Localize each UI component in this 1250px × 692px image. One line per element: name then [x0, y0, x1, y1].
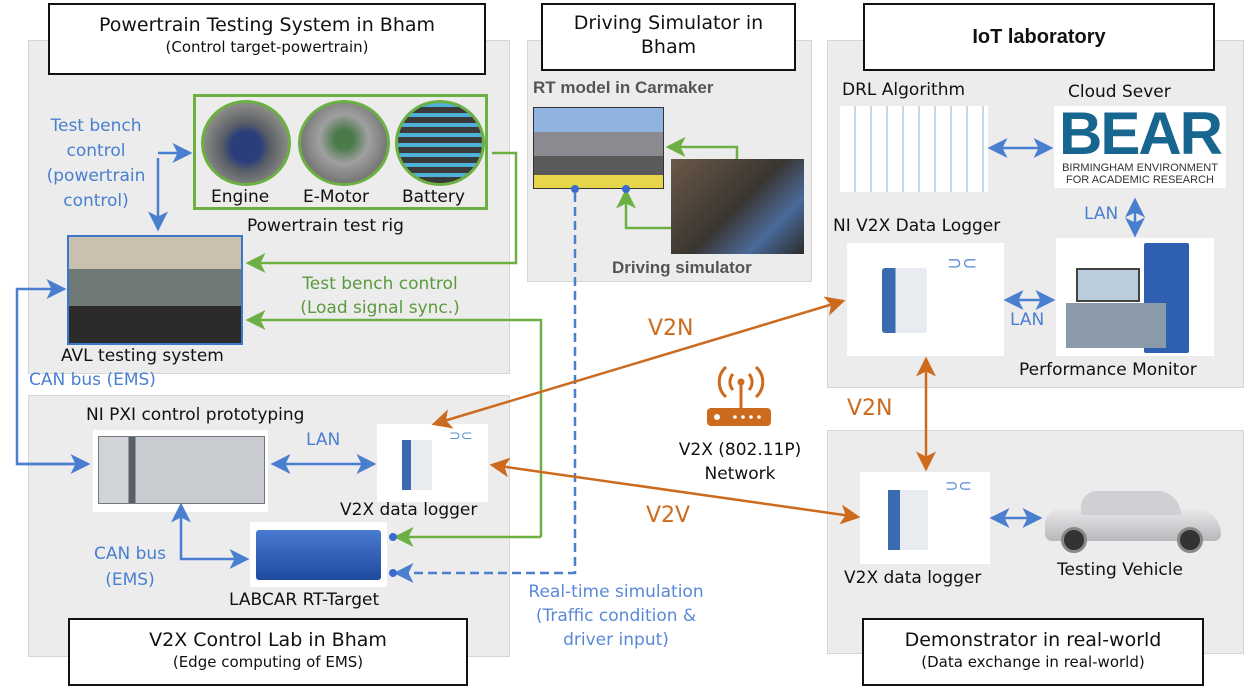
battery-image [395, 100, 485, 186]
load-sync-label: Test bench control (Load signal sync.) [300, 274, 460, 318]
powertrain-title-box: Powertrain Testing System in Bham (Contr… [48, 3, 486, 75]
v2x-lab-subtitle: (Edge computing of EMS) [172, 653, 364, 671]
sim-to-carmaker-bottom [616, 188, 671, 230]
lan-monitor-label: LAN [1010, 310, 1045, 330]
driving-simulator-photo [671, 159, 804, 254]
can-bus-ems-line [15, 279, 88, 466]
can-bus-pxi-labcar [171, 502, 250, 569]
wireless-logo-icon: ⊃⊂ [945, 476, 972, 495]
performance-monitor-label: Performance Monitor [1019, 360, 1197, 380]
testing-vehicle-image [1041, 487, 1225, 553]
drl-algorithm-diagram [840, 106, 988, 192]
v2x-logger-lab-label: V2X data logger [340, 500, 478, 520]
realtime-sim-label: Real-time simulation (Traffic condition … [528, 582, 704, 650]
avl-label: AVL testing system [61, 346, 224, 366]
engine-image [201, 100, 291, 186]
pxi-lan-label: LAN [306, 430, 341, 450]
can-bus-label: CAN bus (EMS) [93, 544, 167, 590]
logger-device-icon [402, 440, 432, 490]
v2x-logger-demo-image: ⊃⊂ [860, 472, 990, 564]
labcar-image [250, 522, 387, 587]
ni-v2x-logger-image: ⊃⊂ [847, 243, 1004, 356]
driving-sim-title-2: Bham [640, 36, 697, 58]
v2x-lab-title-box: V2X Control Lab in Bham (Edge computing … [68, 618, 468, 686]
performance-monitor-image [1056, 238, 1214, 356]
rig-to-avl-line [245, 151, 518, 273]
lan-cloud-label: LAN [1084, 204, 1119, 224]
powertrain-title: Powertrain Testing System in Bham [98, 14, 436, 36]
engine-label: Engine [211, 187, 270, 207]
logger-device-icon [888, 490, 928, 550]
wireless-logo-icon: ⊃⊂ [449, 428, 473, 444]
powertrain-rig-frame [193, 94, 488, 210]
rt-model-label: RT model in Carmaker [533, 78, 714, 98]
iot-title-box: IoT laboratory [863, 3, 1215, 71]
battery-label: Battery [402, 187, 465, 207]
can-bus-ems-label: CAN bus (EMS) [29, 370, 156, 390]
test-bench-control-label: Test bench control (powertrain control) [46, 116, 146, 211]
drl-label: DRL Algorithm [842, 80, 966, 100]
labcar-to-avl-line [245, 310, 543, 537]
demonstrator-title-box: Demonstrator in real-world (Data exchang… [862, 618, 1204, 686]
realtime-dashed-line [393, 193, 577, 583]
ni-v2x-logger-label: NI V2X Data Logger [833, 216, 1001, 236]
powertrain-subtitle: (Control target-powertrain) [165, 38, 369, 56]
avl-image [67, 235, 243, 345]
pxi-chassis-image [93, 430, 268, 512]
v2v-arrow [489, 457, 861, 525]
emotor-image [298, 100, 390, 186]
driving-simulator-label: Driving simulator [612, 258, 752, 277]
labcar-label: LABCAR RT-Target [229, 590, 380, 610]
driving-sim-title-1: Driving Simulator in [573, 12, 764, 34]
logger-device-icon [882, 268, 927, 333]
v2x-logger-demo-label: V2X data logger [844, 568, 982, 588]
iot-title: IoT laboratory [972, 26, 1106, 48]
carmaker-screenshot [533, 107, 664, 189]
emotor-label: E-Motor [303, 187, 369, 207]
v2x-logger-lab-image: ⊃⊂ [377, 424, 488, 502]
testing-vehicle-label: Testing Vehicle [1057, 560, 1183, 580]
v2x-lab-title: V2X Control Lab in Bham [149, 629, 387, 651]
driving-sim-title-box: Driving Simulator in Bham [541, 3, 796, 71]
rig-label: Powertrain test rig [247, 216, 404, 236]
wireless-logo-icon: ⊃⊂ [947, 253, 978, 274]
bear-logo: BEAR BIRMINGHAM ENVIRONMENT FOR ACADEMIC… [1054, 106, 1226, 188]
sim-to-carmaker-top [665, 137, 739, 159]
v2n-arrow [431, 296, 846, 429]
pxi-label: NI PXI control prototyping [86, 405, 305, 425]
v2n-right-label: V2N [847, 396, 893, 421]
demonstrator-subtitle: (Data exchange in real-world) [921, 653, 1145, 671]
cloud-server-label: Cloud Sever [1068, 82, 1171, 102]
demonstrator-title: Demonstrator in real-world [904, 629, 1162, 651]
test-bench-control-arrow [148, 143, 193, 232]
